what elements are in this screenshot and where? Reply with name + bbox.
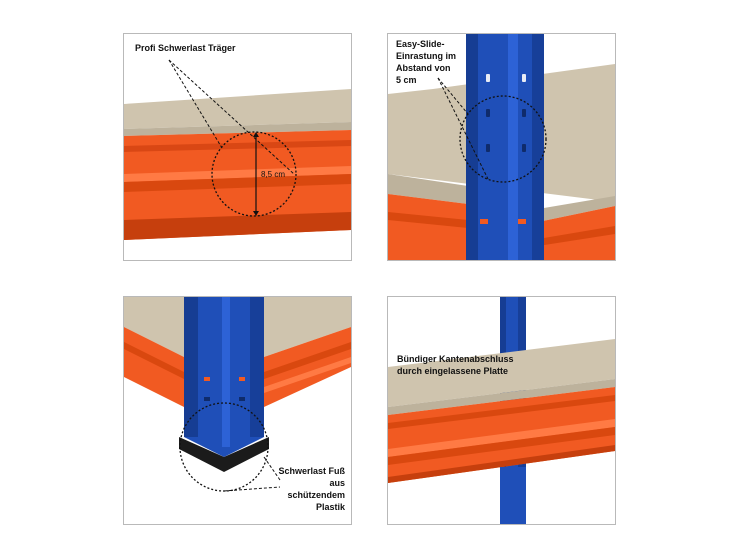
caption-slots-line-4: 5 cm [396, 75, 417, 85]
caption-foot-line-2: aus [329, 478, 345, 488]
foot-photo [124, 297, 351, 492]
caption-foot: Schwerlast Fuß aus schützendem Plastik [278, 465, 345, 513]
photo-panel-upright-slots: Easy-Slide- Einrastung im Abstand von 5 … [387, 33, 616, 261]
photo-panel-beam: Profi Schwerlast Träger 8,5 cm [123, 33, 352, 261]
caption-flush-line-1: Bündiger Kantenabschluss [397, 354, 514, 364]
caption-slots-line-1: Easy-Slide- [396, 39, 445, 49]
caption-slots: Easy-Slide- Einrastung im Abstand von 5 … [396, 38, 456, 86]
flush-edge-photo [388, 297, 615, 524]
caption-flush-edge: Bündiger Kantenabschluss durch eingelass… [397, 353, 514, 377]
upright-slots-photo [388, 34, 615, 260]
beam-photo [124, 34, 351, 260]
photo-panel-flush-edge: Bündiger Kantenabschluss durch eingelass… [387, 296, 616, 525]
measurement-label: 8,5 cm [261, 170, 286, 179]
caption-beam: Profi Schwerlast Träger [135, 43, 236, 53]
caption-foot-line-1: Schwerlast Fuß [278, 466, 345, 476]
photo-panel-foot: Schwerlast Fuß aus schützendem Plastik [123, 296, 352, 525]
caption-foot-line-4: Plastik [315, 502, 345, 512]
caption-flush-line-2: durch eingelassene Platte [397, 366, 509, 376]
caption-foot-line-3: schützendem [287, 490, 345, 500]
caption-slots-line-3: Abstand von [396, 63, 451, 73]
caption-slots-line-2: Einrastung im [396, 51, 457, 61]
